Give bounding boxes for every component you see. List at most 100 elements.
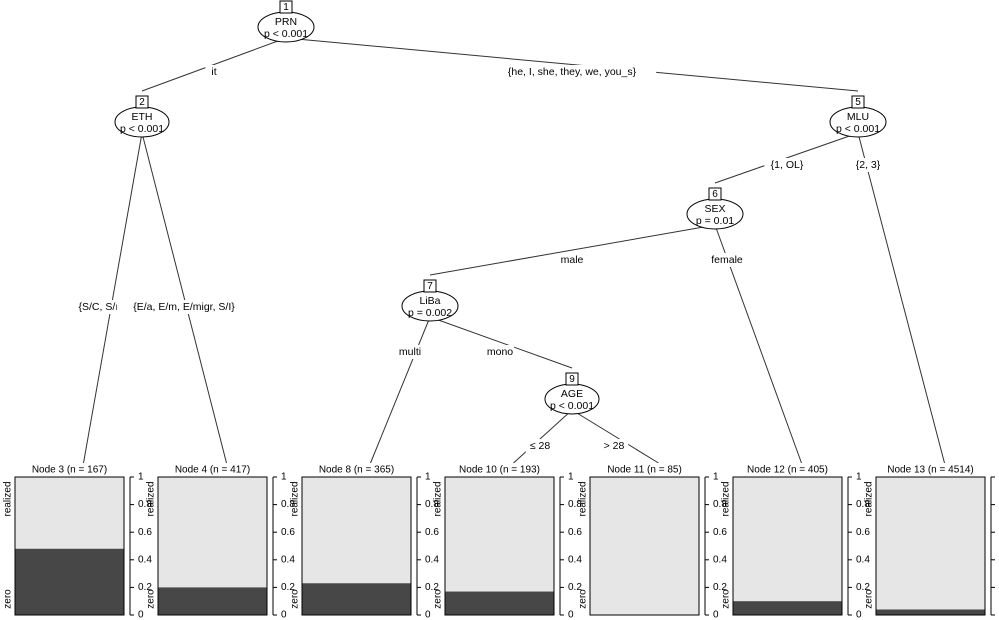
terminal-title: Node 8 (n = 365)	[319, 465, 394, 476]
bar-realized	[15, 477, 124, 549]
bar-realized	[733, 477, 842, 602]
axis-tick-label: 0.2	[138, 582, 152, 593]
axis-tick-label: 0	[138, 610, 144, 620]
edge-label: {1, OL}	[771, 159, 804, 171]
edge-label: multi	[399, 346, 421, 358]
edge-line	[571, 409, 659, 464]
node-id: 6	[712, 189, 718, 200]
edge-line	[513, 409, 573, 464]
edge-line	[141, 37, 287, 92]
terminal-title-bg	[595, 463, 694, 476]
panel-frame	[875, 476, 986, 616]
category-label-zero: zero	[3, 589, 14, 609]
edge-line	[285, 37, 859, 92]
edge-label-bg	[599, 439, 629, 453]
terminal-title: Node 4 (n = 417)	[175, 465, 250, 476]
node-p-value: p < 0.001	[120, 123, 164, 135]
bar-zero	[733, 601, 842, 615]
node-p-value: p < 0.001	[836, 123, 880, 135]
edge-line	[370, 316, 431, 464]
axis-tick-label: 0	[425, 610, 431, 620]
bar-realized	[302, 477, 411, 584]
category-label-realized: realized	[433, 481, 444, 516]
edge-label-bg	[487, 65, 657, 79]
panel-frame	[732, 476, 843, 616]
terminal-title-bg	[20, 463, 119, 476]
axis-tick-label: 0.6	[425, 527, 439, 538]
edge-label: it	[211, 66, 216, 78]
axis-tick-label: 0	[281, 610, 287, 620]
axis-tick-label: 0.4	[138, 554, 152, 565]
axis-tick-label: 0.6	[138, 527, 152, 538]
axis-tick-label: 0.6	[568, 527, 582, 538]
node-id-box	[851, 95, 865, 109]
terminal-title-bg	[163, 463, 262, 476]
node-id-box	[708, 187, 722, 201]
axis-tick-label: 0.8	[281, 499, 295, 510]
node-id: 9	[569, 374, 575, 385]
panel-frame	[589, 476, 700, 616]
edge-label-bg	[764, 158, 810, 172]
edge-label-bg	[485, 345, 515, 359]
terminal-title-bg	[736, 463, 839, 476]
axis-tick-label: 0.4	[856, 554, 870, 565]
node-p-value: p = 0.002	[408, 307, 452, 319]
axis-tick-label: 0	[856, 610, 862, 620]
edge-label-bg	[707, 253, 747, 267]
axis-tick-label: 0.6	[713, 527, 727, 538]
edge-label: mono	[487, 346, 513, 358]
axis-tick-label: 0.2	[713, 582, 727, 593]
axis-tick-label: 0.2	[281, 582, 295, 593]
category-label-zero: zero	[290, 589, 301, 609]
terminal-title-bg	[307, 463, 406, 476]
axis-tick-label: 1	[425, 472, 431, 483]
axis-tick-label: 0.2	[568, 582, 582, 593]
edge-label: {he, I, she, they, we, you_s}	[508, 66, 637, 78]
terminal-title: Node 12 (n = 405)	[747, 465, 828, 476]
node-p-value: p < 0.001	[264, 28, 308, 40]
terminal-node: Node 4 (n = 417)realizedzero00.20.40.60.…	[146, 463, 295, 620]
node-id-box	[135, 95, 149, 109]
axis-tick-label: 0.8	[856, 499, 870, 510]
edge-label-bg	[205, 65, 223, 79]
edges-group: it{he, I, she, they, we, you_s}{S/C, S/m…	[72, 37, 945, 464]
bar-realized	[876, 477, 985, 610]
node-variable: PRN	[275, 16, 297, 28]
axis-tick-label: 0	[568, 610, 574, 620]
category-label-realized: realized	[721, 481, 732, 516]
node-variable: ETH	[132, 111, 153, 123]
axis-tick-label: 1	[856, 472, 862, 483]
category-label-realized: realized	[864, 481, 875, 516]
node-variable: SEX	[704, 203, 725, 215]
terminal-node: Node 12 (n = 405)realizedzero00.20.40.60…	[721, 463, 870, 620]
terminal-title: Node 3 (n = 167)	[32, 465, 107, 476]
panel-frame	[14, 476, 125, 616]
bar-zero	[876, 609, 985, 615]
axis-tick-label: 1	[138, 472, 144, 483]
category-label-zero: zero	[721, 589, 732, 609]
terminal-title-bg	[448, 463, 551, 476]
node-variable: LiBa	[419, 295, 440, 307]
edge-label: female	[711, 254, 743, 266]
bar-realized	[590, 477, 699, 615]
category-label-zero: zero	[578, 589, 589, 609]
axis-tick-label: 0.2	[856, 582, 870, 593]
category-label-realized: realized	[290, 481, 301, 516]
terminal-node: Node 3 (n = 167) realized zero 0 0.2 0.4 0.6 0.…	[3, 463, 152, 620]
axis-tick-label: 0	[713, 610, 719, 620]
node-variable: MLU	[847, 111, 869, 123]
bar-zero	[445, 591, 554, 615]
node-id-box	[279, 0, 293, 14]
terminal-node: Node 11 (n = 85)realizedzero00.20.40.60.…	[578, 463, 727, 620]
axis-tick-label: 1	[281, 472, 287, 483]
axis-tick-label: 0.2	[425, 582, 439, 593]
axis-tick-label: 0.8	[138, 499, 152, 510]
terminal-title: Node 10 (n = 193)	[459, 465, 540, 476]
category-label-realized: realized	[3, 481, 14, 516]
edge-line	[83, 132, 143, 464]
panel-frame	[157, 476, 268, 616]
